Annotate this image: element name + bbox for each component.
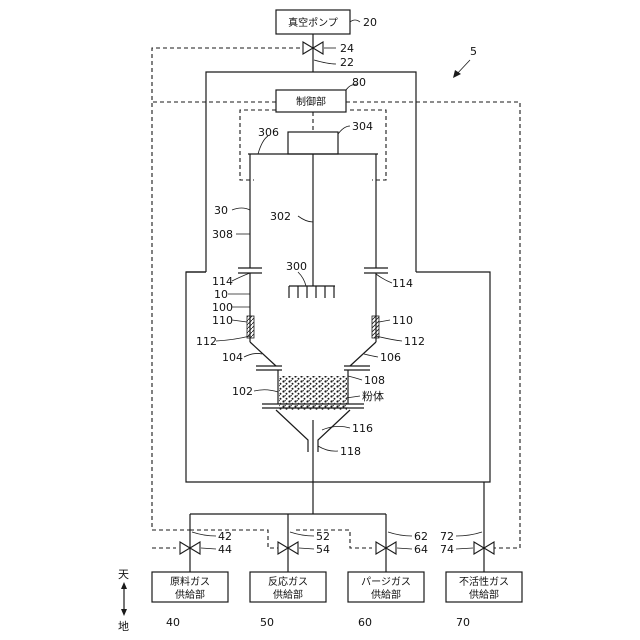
ref104-lead [244,353,262,357]
ref-52: 52 [316,530,330,543]
powder-label: 粉体 [362,389,384,403]
ref72-lead [456,532,482,536]
ref-110-right: 110 [392,314,413,327]
ref-304: 304 [352,120,373,133]
ref-20: 20 [363,16,377,29]
orientation-arrowhead-up [121,582,127,589]
ref-302: 302 [270,210,291,223]
motor-lead [338,126,350,134]
ref-110-left: 110 [212,314,233,327]
ref-104: 104 [222,351,243,364]
heater-right [372,316,379,338]
ref74-lead [456,548,473,549]
ref-44: 44 [218,543,232,556]
ref54-lead [299,548,314,549]
ref118-lead [318,446,338,451]
pump-lead [350,20,360,22]
impeller-lead [298,272,306,286]
orientation-arrowhead-down [121,609,127,616]
ref-72: 72 [440,530,454,543]
purge-gas-label-1: パージガス [361,576,411,588]
ref-116: 116 [352,422,373,435]
ref-118: 118 [340,445,361,458]
ref116-lead [322,426,350,430]
vacuum-pump-label: 真空ポンプ [288,16,338,29]
ref-30: 30 [214,204,228,217]
ref64-lead [397,548,412,549]
ref-24: 24 [340,42,354,55]
reaction-gas-label-2: 供給部 [273,588,303,601]
ref-5: 5 [470,45,477,58]
ref-306: 306 [258,126,279,139]
orientation-bottom: 地 [118,620,129,633]
ref-108: 108 [364,374,385,387]
reaction-gas-label-1: 反応ガス [268,575,308,588]
ref-64: 64 [414,543,428,556]
ref-60: 60 [358,616,372,629]
purge-gas-label-2: 供給部 [371,588,401,601]
ref112r-lead [376,336,402,341]
controller-label: 制御部 [296,95,326,108]
ref-50: 50 [260,616,274,629]
ref106-lead [364,354,378,357]
ref-308: 308 [212,228,233,241]
control-line-valve54 [190,530,282,548]
ref-10: 10 [214,288,228,301]
heater-left [247,316,254,338]
ref-300: 300 [286,260,307,273]
ref-112-left: 112 [196,335,217,348]
ref-22: 22 [340,56,354,69]
motor-box [288,132,338,154]
ref52-lead [290,532,314,536]
ref-100: 100 [212,301,233,314]
inert-gas-label-1: 不活性ガス [459,575,509,588]
ref-42: 42 [218,530,232,543]
ref112l-lead [216,336,250,341]
ref110l-lead [232,320,247,322]
shaft-lead [298,216,313,222]
ref110r-lead [379,320,390,322]
raw-gas-label-1: 原料ガス [170,575,210,588]
ref-80: 80 [352,76,366,89]
ref-54: 54 [316,543,330,556]
ref-106: 106 [380,351,401,364]
ref-112-right: 112 [404,335,425,348]
ref108-lead [348,376,362,380]
control-line-heater-left [240,110,276,180]
ref-102: 102 [232,385,253,398]
ref-74: 74 [440,543,454,556]
powder-bed [279,376,347,410]
ref-114-right: 114 [392,277,413,290]
vessel-taper-right [350,342,376,366]
ref62-lead [388,532,412,536]
pipe22-lead [314,60,336,64]
bottom-funnel [276,410,308,452]
ref-62: 62 [414,530,428,543]
ref102-lead [254,390,278,392]
control-line-valve64 [296,530,372,548]
ref114r-lead [376,274,392,283]
raw-gas-label-2: 供給部 [175,588,205,601]
ref42-lead [192,532,216,536]
ref-40: 40 [166,616,180,629]
ref-70: 70 [456,616,470,629]
ref44-lead [201,548,216,549]
ref114l-lead [232,273,250,281]
ref-114-left: 114 [212,275,233,288]
impeller [289,286,335,298]
inert-gas-label-2: 供給部 [469,588,499,601]
orientation-top: 天 [118,568,129,581]
ref30-lead [232,208,250,210]
